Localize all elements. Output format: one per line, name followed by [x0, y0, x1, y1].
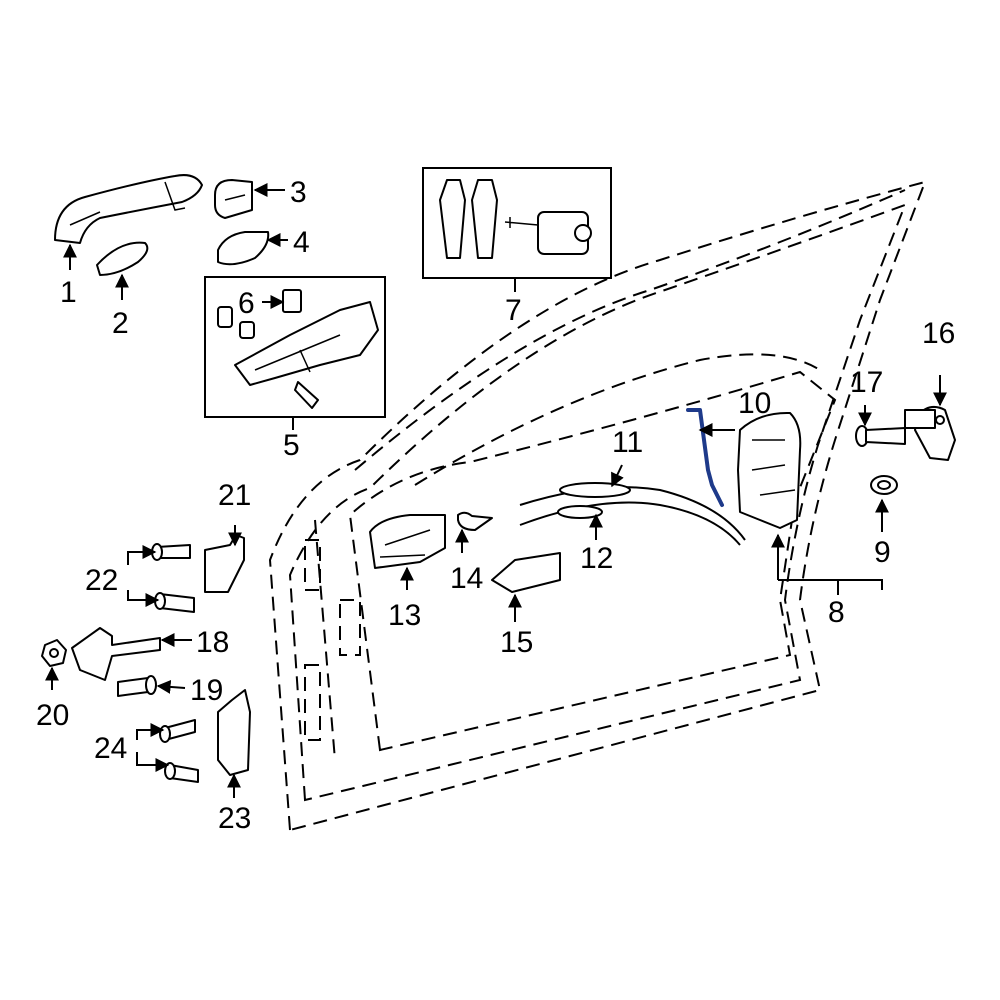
- leader-lines: [45, 183, 947, 798]
- key-cylinder-part: [439, 179, 592, 259]
- striker-screw-part: [855, 425, 906, 447]
- callout-8: 8: [828, 596, 845, 629]
- handle-bezel-part: [491, 552, 561, 593]
- door-check-part: [71, 627, 161, 681]
- key-cylinder-box: [422, 167, 612, 279]
- callout-24: 24: [94, 732, 127, 765]
- nut-part: [41, 639, 67, 667]
- frame-assembly-box: [204, 276, 386, 418]
- handle-cap-part: [457, 511, 493, 531]
- lock-cables-part: [519, 482, 746, 546]
- callout-6: 6: [238, 287, 255, 320]
- callout-7: 7: [505, 294, 522, 327]
- callout-17: 17: [850, 366, 883, 399]
- callout-3: 3: [290, 176, 307, 209]
- lower-hinge-part: [217, 689, 251, 776]
- callout-5: 5: [283, 429, 300, 462]
- handle-cover-part: [214, 179, 253, 219]
- callout-11: 11: [612, 426, 643, 459]
- handle-pad-part: [96, 241, 149, 276]
- door-striker-part: [904, 405, 956, 461]
- door-outline: [268, 180, 927, 832]
- callout-16: 16: [922, 317, 955, 350]
- callout-9: 9: [874, 536, 891, 569]
- inner-handle-part: [369, 514, 446, 569]
- callout-22: 22: [85, 564, 118, 597]
- outer-handle-part: [54, 174, 203, 244]
- callout-labels: 1 2 3 4 5 6 7 8 9 10 11 12 13 14 15 16 1…: [36, 176, 955, 835]
- callout-4: 4: [293, 226, 310, 259]
- lock-rod-part: [686, 408, 724, 507]
- hinge-bolt-lower-part: [159, 719, 199, 783]
- callout-1: 1: [60, 276, 77, 309]
- callout-10: 10: [738, 387, 771, 420]
- callout-18: 18: [196, 626, 229, 659]
- hinge-bolt-upper-part: [151, 543, 195, 613]
- upper-hinge-part: [204, 534, 245, 593]
- callout-12: 12: [580, 542, 613, 575]
- callout-20: 20: [36, 699, 69, 732]
- callout-2: 2: [112, 307, 129, 340]
- washer-part: [870, 475, 898, 495]
- door-latch-part: [737, 411, 802, 529]
- callout-14: 14: [450, 562, 483, 595]
- check-bolt-part: [117, 675, 157, 697]
- callout-19: 19: [190, 674, 223, 707]
- handle-gasket-part: [217, 231, 270, 266]
- callout-15: 15: [500, 626, 533, 659]
- callout-13: 13: [388, 599, 421, 632]
- callout-21: 21: [218, 479, 251, 512]
- callout-23: 23: [218, 802, 251, 835]
